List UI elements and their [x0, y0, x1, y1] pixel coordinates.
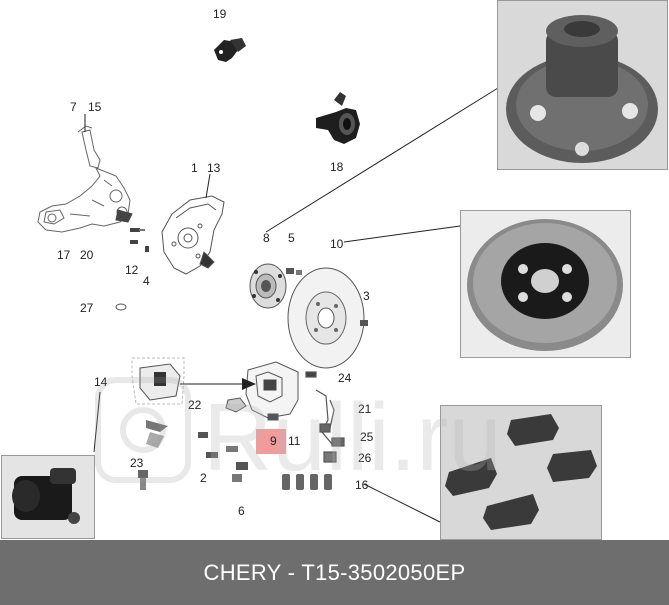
callout-2: 2 [200, 471, 207, 485]
callout-25: 25 [360, 430, 374, 444]
callout-4: 4 [143, 274, 150, 288]
bolts-12-4 [130, 228, 149, 252]
brake-hose-parts [305, 371, 345, 463]
callout-8: 8 [263, 231, 270, 245]
callout-24: 24 [338, 371, 352, 385]
photo-hub-bearing [497, 0, 668, 170]
part-10-brake-disc [287, 267, 368, 369]
photo-brake-disc [460, 210, 631, 358]
callout-12: 12 [125, 263, 139, 277]
callout-22: 22 [188, 398, 202, 412]
callout-11: 11 [288, 434, 301, 448]
callout-7: 7 [70, 100, 77, 114]
callout-20: 20 [80, 248, 94, 262]
callout-10: 10 [330, 237, 344, 251]
callout-14: 14 [94, 375, 108, 389]
part-8-wheel-hub [249, 263, 302, 309]
callout-9: 9 [270, 434, 277, 448]
callout-16: 16 [355, 478, 369, 492]
part-19-clip [214, 38, 246, 62]
callout-3: 3 [363, 289, 370, 303]
part-number-caption: CHERY - T15-3502050EP [203, 559, 466, 585]
callout-26: 26 [358, 451, 372, 465]
callout-19: 19 [213, 7, 227, 21]
leader-lines [84, 87, 499, 523]
footer-bar: CHERY - T15-3502050EP [0, 540, 669, 605]
callout-6: 6 [238, 504, 245, 518]
part-14-caliper-bracket [131, 357, 185, 448]
photo-brake-pads [440, 405, 602, 540]
part-1-13-backing-plate [161, 195, 225, 275]
part-9-highlight [256, 429, 286, 454]
part-18-bushing-bracket [316, 92, 360, 144]
callout-17: 17 [57, 248, 71, 262]
callout-13: 13 [207, 161, 221, 175]
callout-1: 1 [191, 161, 198, 175]
caliper-assembly [225, 361, 299, 421]
callout-18: 18 [330, 160, 344, 174]
knuckle-assembly [37, 125, 133, 233]
callout-15: 15 [88, 100, 102, 114]
callout-5: 5 [288, 231, 295, 245]
callout-27: 27 [80, 301, 94, 315]
photo-caliper-motor [1, 455, 95, 539]
part-27-washer [115, 303, 127, 311]
callout-23: 23 [130, 456, 144, 470]
pins-bolts-small-parts [138, 432, 332, 490]
callout-21: 21 [358, 402, 372, 416]
leader-arrowhead [242, 378, 256, 390]
